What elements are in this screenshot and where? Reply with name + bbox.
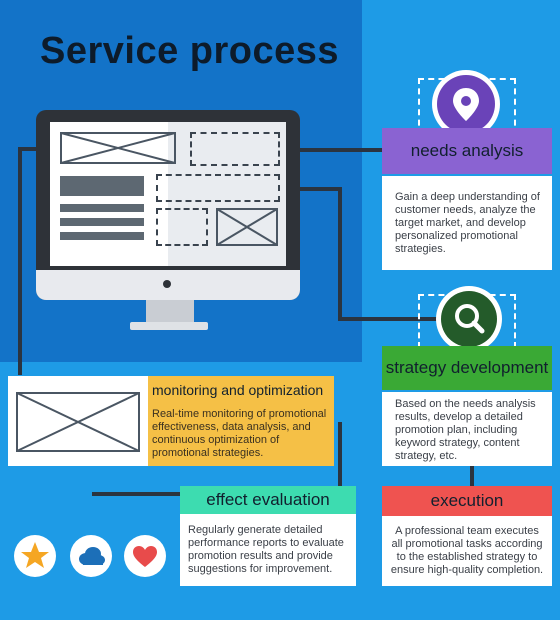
screen-dashed-box (156, 208, 208, 246)
connector-line (470, 465, 474, 489)
strategy-development-heading: strategy development (382, 346, 552, 390)
strategy-development-description: Based on the needs analysis results, dev… (395, 398, 536, 462)
monitor-stand-neck (146, 300, 194, 322)
needs-analysis-card: Gain a deep understanding of customer ne… (382, 176, 552, 270)
connector-line (92, 492, 182, 496)
cloud-icon (79, 547, 105, 565)
heart-icon (133, 546, 157, 567)
effect-evaluation-heading: effect evaluation (180, 486, 356, 514)
monitoring-optimization-panel: monitoring and optimization Real-time mo… (148, 376, 334, 466)
strategy-development-card: Based on the needs analysis results, dev… (382, 392, 552, 466)
monitor-camera (163, 280, 171, 288)
image-placeholder-icon (16, 392, 140, 452)
monitoring-optimization-heading: monitoring and optimization (152, 382, 324, 398)
screen-dark-block (60, 176, 144, 196)
connector-line (338, 422, 342, 490)
screen-text-line (60, 218, 144, 226)
screen-dashed-box (190, 132, 280, 166)
screen-dashed-box (156, 174, 280, 202)
image-placeholder-icon (60, 132, 176, 164)
monitoring-optimization-description: Real-time monitoring of promotional effe… (152, 408, 327, 459)
monitor (36, 110, 300, 300)
cloud-icon-badge (70, 535, 112, 577)
execution-description: A professional team executes all promoti… (390, 525, 544, 576)
monitor-screen (50, 122, 286, 266)
monitoring-optimization-card: monitoring and optimization Real-time mo… (8, 376, 334, 466)
strategy-icon-circle (441, 291, 497, 347)
connector-line (338, 187, 342, 321)
needs-analysis-description: Gain a deep understanding of customer ne… (395, 191, 540, 255)
connector-line (18, 147, 22, 375)
screen-text-line (60, 232, 144, 240)
magnifier-icon (455, 304, 485, 334)
monitor-stand-base (130, 322, 208, 330)
effect-evaluation-card: Regularly generate detailed performance … (180, 514, 356, 586)
star-icon-badge (14, 535, 56, 577)
star-icon (21, 542, 49, 568)
location-pin-icon (453, 88, 479, 121)
connector-line (256, 148, 386, 152)
connector-line (338, 317, 442, 321)
heart-icon-badge (124, 535, 166, 577)
effect-evaluation-description: Regularly generate detailed performance … (188, 524, 344, 575)
execution-heading: execution (382, 486, 552, 516)
needs-analysis-heading: needs analysis (382, 128, 552, 174)
needs-analysis-icon-circle (437, 75, 495, 133)
page-title: Service process (40, 30, 340, 72)
image-placeholder-icon (216, 208, 278, 246)
screen-text-line (60, 204, 144, 212)
execution-card: A professional team executes all promoti… (382, 516, 552, 586)
